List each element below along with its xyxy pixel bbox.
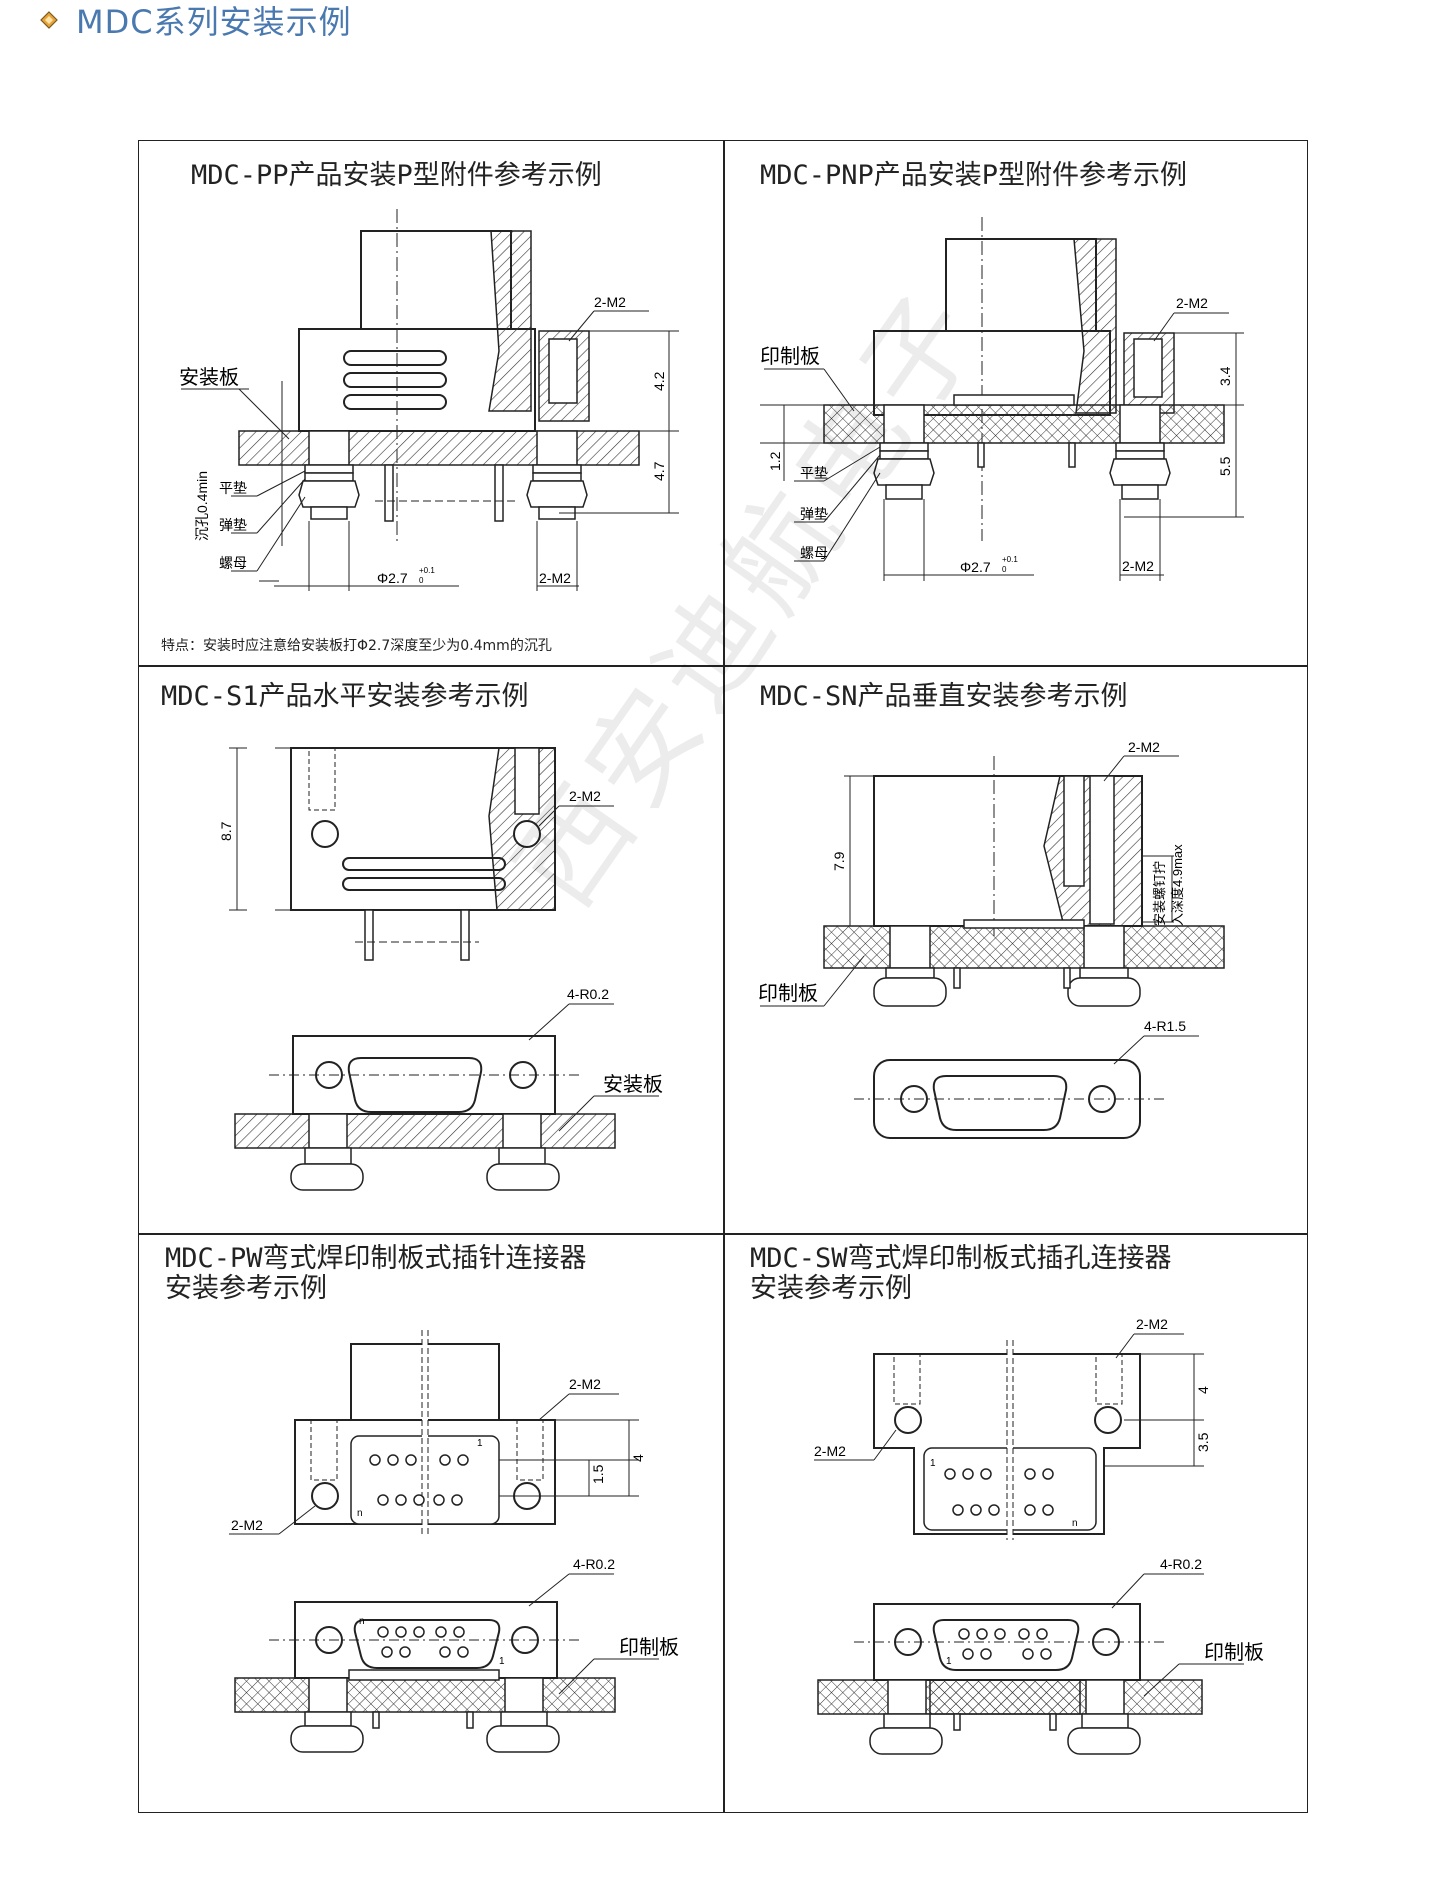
label-pin-1: 1 — [930, 1458, 936, 1469]
label-pcb: 印制板 — [619, 1636, 679, 1659]
grid-divider-vertical — [723, 141, 725, 1812]
label-spring-washer: 弹垫 — [219, 517, 247, 533]
label-pin-n-front: n — [359, 1616, 365, 1627]
panel-mdc-pp: MDC-PP产品安装P型附件参考示例 — [139, 141, 723, 665]
dim-phi-tol: +0.1 — [1002, 555, 1018, 564]
label-pcb: 印制板 — [1204, 1641, 1264, 1664]
label-r02: 4-R0.2 — [573, 1556, 615, 1572]
label-spring-washer: 弹垫 — [800, 506, 828, 522]
label-pcb: 印制板 — [758, 982, 818, 1005]
label-mount-board: 安装板 — [179, 366, 239, 389]
examples-grid: MDC-PP产品安装P型附件参考示例 — [138, 140, 1308, 1813]
panel-title: MDC-PP产品安装P型附件参考示例 — [191, 160, 602, 191]
dim-4: 4 — [630, 1454, 646, 1462]
panel-mdc-sn: MDC-SN产品垂直安装参考示例 — [724, 666, 1309, 1233]
panel-mdc-s1: MDC-S1产品水平安装参考示例 — [139, 666, 723, 1233]
dim-m2-bottom: 2-M2 — [1122, 558, 1154, 574]
dim-phi: Φ2.7 — [377, 570, 408, 586]
dim-phi-tol: +0.1 — [419, 566, 435, 575]
label-pcb: 印制板 — [760, 345, 820, 368]
label-m2-left: 2-M2 — [814, 1443, 846, 1459]
label-pin-1-front: 1 — [499, 1656, 505, 1667]
panel-title: MDC-PNP产品安装P型附件参考示例 — [760, 160, 1188, 191]
dim-m2-bottom: 2-M2 — [539, 570, 571, 586]
mdc-sw-drawing: 2-M2 2-M2 4 3.5 1 n 4-R0.2 印制板 1 — [814, 1316, 1264, 1755]
mdc-s1-drawing: 8.7 2-M2 4-R0.2 安装板 — [218, 747, 663, 1191]
label-m2-top: 2-M2 — [569, 1376, 601, 1392]
mdc-pnp-drawing: 2-M2 印制板 3.4 5.5 1.2 平垫 弹垫 螺母 Φ2.7 +0.1 … — [760, 217, 1244, 581]
panel-title: MDC-PW弯式焊印制板式插针连接器 安装参考示例 — [165, 1243, 587, 1304]
panel-title: MDC-SW弯式焊印制板式插孔连接器 安装参考示例 — [750, 1243, 1172, 1304]
label-m2: 2-M2 — [569, 788, 601, 804]
dim-1-2: 1.2 — [767, 451, 783, 471]
dim-1-5: 1.5 — [590, 1464, 606, 1484]
dim-7-9: 7.9 — [831, 851, 847, 871]
label-m2-top: 2-M2 — [594, 294, 626, 310]
dim-3-4: 3.4 — [1217, 366, 1233, 386]
diamond-bullet-icon — [40, 11, 58, 29]
label-pin-n: n — [1072, 1518, 1078, 1529]
panel-title: MDC-S1产品水平安装参考示例 — [161, 681, 529, 712]
label-pin-1-front: 1 — [946, 1656, 952, 1667]
label-nut: 螺母 — [800, 545, 828, 561]
dim-4: 4 — [1195, 1386, 1211, 1394]
panel-note: 特点：安装时应注意给安装板打Φ2.7深度至少为0.4mm的沉孔 — [161, 638, 552, 654]
panel-mdc-pw: MDC-PW弯式焊印制板式插针连接器 安装参考示例 — [139, 1234, 723, 1814]
label-countersink: 沉孔0.4min — [194, 471, 210, 541]
label-screw-depth-1: 安装螺钉拧 — [1152, 861, 1167, 926]
grid-divider-row2 — [139, 1233, 1307, 1235]
dim-phi-tol-zero: 0 — [419, 576, 424, 585]
label-m2-top: 2-M2 — [1176, 295, 1208, 311]
label-nut: 螺母 — [219, 555, 247, 571]
label-mount-board: 安装板 — [603, 1073, 663, 1096]
mdc-pw-drawing: 2-M2 2-M2 1 n 1.5 4 4-R0.2 印制板 1 n — [229, 1330, 679, 1753]
label-flat-washer: 平垫 — [800, 465, 828, 481]
label-r02: 4-R0.2 — [1160, 1556, 1202, 1572]
label-pin-n: n — [357, 1508, 363, 1519]
mdc-pp-drawing: 2-M2 安装板 平垫 弹垫 螺母 沉孔0.4min 4.2 4.7 Φ2.7 … — [179, 209, 679, 591]
label-m2-left: 2-M2 — [231, 1517, 263, 1533]
grid-divider-row1 — [139, 665, 1307, 667]
label-screw-depth-2: 入深度4.9max — [1170, 844, 1185, 926]
panel-mdc-pnp: MDC-PNP产品安装P型附件参考示例 — [724, 141, 1309, 665]
page-header: MDC系列安装示例 — [40, 0, 352, 41]
dim-phi-tol-zero: 0 — [1002, 565, 1007, 574]
panel-mdc-sw: MDC-SW弯式焊印制板式插孔连接器 安装参考示例 — [724, 1234, 1309, 1814]
dim-3-5: 3.5 — [1195, 1432, 1211, 1452]
label-pin-1: 1 — [477, 1438, 483, 1449]
dim-4-7: 4.7 — [651, 461, 667, 481]
label-r02: 4-R0.2 — [567, 986, 609, 1002]
label-flat-washer: 平垫 — [219, 480, 247, 496]
label-r15: 4-R1.5 — [1144, 1018, 1186, 1034]
label-m2-top: 2-M2 — [1136, 1316, 1168, 1332]
label-m2: 2-M2 — [1128, 739, 1160, 755]
dim-5-5: 5.5 — [1217, 456, 1233, 476]
page-title: MDC系列安装示例 — [76, 3, 352, 41]
dim-4-2: 4.2 — [651, 371, 667, 391]
panel-title: MDC-SN产品垂直安装参考示例 — [760, 681, 1128, 712]
dim-phi: Φ2.7 — [960, 559, 991, 575]
mdc-sn-drawing: 2-M2 7.9 安装螺钉拧 入深度4.9max 印制板 4-R1.5 — [758, 739, 1225, 1139]
dim-8-7: 8.7 — [218, 821, 234, 841]
